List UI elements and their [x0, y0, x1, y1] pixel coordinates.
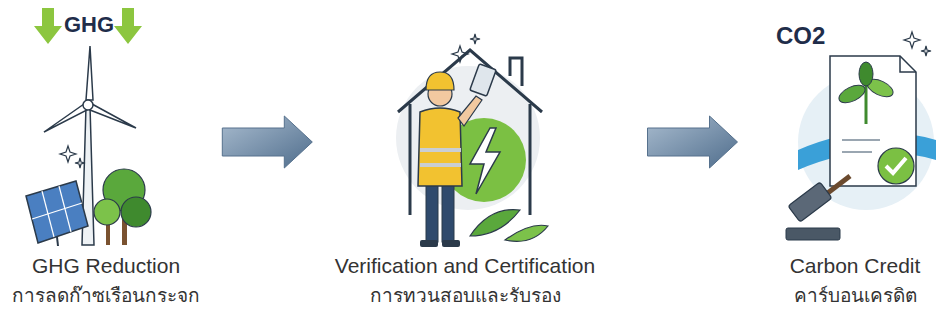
step-subtitle: คาร์บอนเครดิต — [794, 280, 917, 310]
verification-illustration — [396, 34, 548, 247]
carbon-credit-illustration — [786, 32, 936, 240]
caption-line: Verification and Certification — [335, 252, 596, 280]
step-subtitle: การทวนสอบและรับรอง — [370, 280, 561, 310]
flow-arrow — [648, 116, 738, 168]
process-step: GHG Reductionการลดก๊าซเรือนกระจก — [4, 0, 208, 318]
caption-line: GHG Reduction — [12, 252, 200, 280]
ghg-illustration — [26, 8, 151, 246]
caption-line: คาร์บอนเครดิต — [790, 280, 921, 310]
caption-line: การลดก๊าซเรือนกระจก — [12, 280, 200, 310]
illustration-label: GHG — [64, 12, 114, 38]
process-step: Verification and Certificationการทวนสอบแ… — [327, 0, 604, 318]
flow-arrow — [222, 116, 312, 168]
step-subtitle: การลดก๊าซเรือนกระจก — [12, 280, 200, 310]
illustration-label: CO2 — [776, 22, 825, 50]
step-title: GHG Reduction — [32, 252, 180, 280]
caption-line: การทวนสอบและรับรอง — [335, 280, 596, 310]
caption-line: Carbon Credit — [790, 252, 921, 280]
step-title: Carbon Credit — [790, 252, 921, 280]
step-title: Verification and Certification — [335, 252, 595, 280]
